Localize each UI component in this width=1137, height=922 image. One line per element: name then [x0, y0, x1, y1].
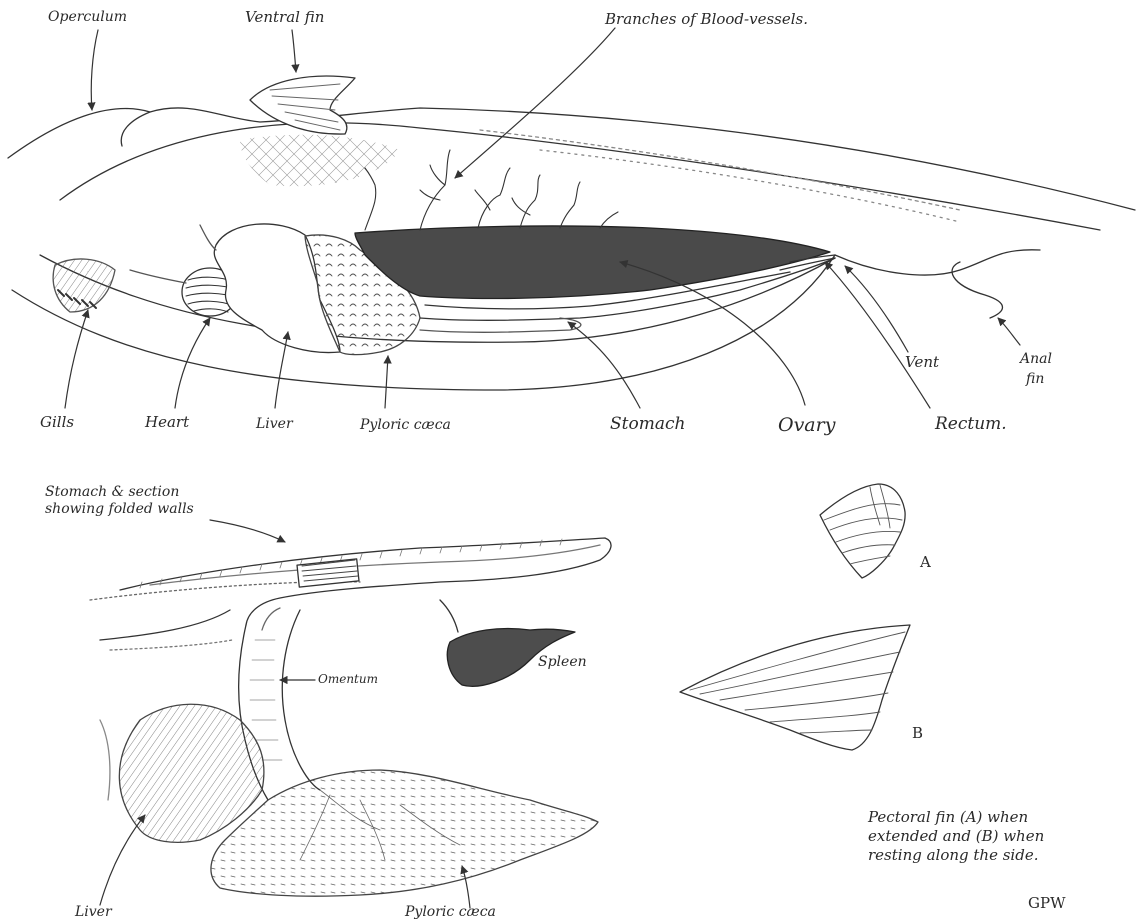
label-spleen: Spleen	[538, 655, 587, 669]
ovary	[355, 226, 830, 299]
label-pyloric-caeca-lower: Pyloric cæca	[405, 905, 496, 919]
signature: GPW	[1028, 896, 1066, 911]
pyloric-caeca-lower	[211, 770, 598, 896]
arrow-ventral-fin	[292, 30, 296, 72]
arrow-stomach-section	[210, 520, 285, 542]
pectoral-fin-b	[680, 625, 910, 750]
label-fin-a: A	[920, 555, 931, 570]
arrow-vent	[845, 266, 908, 352]
label-liver-lower: Liver	[75, 905, 112, 919]
label-gills: Gills	[40, 415, 74, 430]
label-rectum: Rectum.	[935, 416, 1007, 433]
arrow-rectum	[825, 262, 930, 408]
blood-vessel-branches	[365, 150, 618, 230]
label-blood-vessels: Branches of Blood-vessels.	[605, 12, 808, 27]
label-omentum: Omentum	[318, 673, 378, 685]
label-liver-upper: Liver	[256, 417, 293, 431]
ventral-fin	[250, 76, 355, 134]
label-fin-b: B	[912, 726, 923, 741]
label-anal-fin-2: fin	[1026, 372, 1044, 386]
label-vent: Vent	[905, 355, 939, 370]
liver-lower	[119, 704, 264, 842]
gills	[53, 259, 115, 312]
dorsal-hatched-area	[240, 135, 400, 186]
pectoral-fin-a	[820, 484, 905, 578]
arrow-anal-fin	[998, 318, 1020, 345]
arrow-operculum	[91, 30, 98, 110]
fin-caption-line-3: resting along the side.	[868, 846, 1044, 865]
label-heart: Heart	[145, 415, 189, 430]
label-stomach-section-1: Stomach & section	[45, 485, 179, 499]
label-ventral-fin: Ventral fin	[245, 10, 324, 25]
fin-caption: Pectoral fin (A) when extended and (B) w…	[868, 808, 1044, 865]
label-anal-fin-1: Anal	[1020, 352, 1052, 366]
fin-caption-line-1: Pectoral fin (A) when	[868, 808, 1044, 827]
label-operculum: Operculum	[48, 10, 127, 24]
label-stomach-section-2: showing folded walls	[45, 502, 194, 516]
label-ovary: Ovary	[778, 416, 835, 435]
fin-caption-line-2: extended and (B) when	[868, 827, 1044, 846]
arrow-pyloric	[385, 356, 388, 408]
label-stomach-upper: Stomach	[610, 416, 685, 433]
label-pyloric-caeca-upper: Pyloric cæca	[360, 418, 451, 432]
